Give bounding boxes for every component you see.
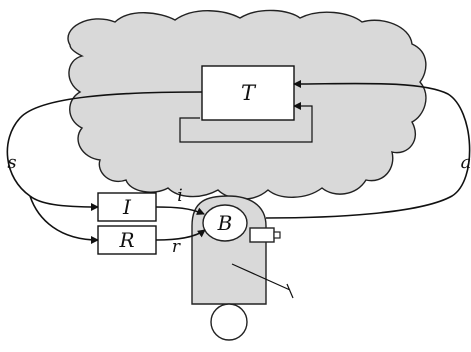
robot-wheel: [210, 303, 248, 341]
body-block: [202, 204, 248, 242]
left-loop-wire: [6, 91, 203, 197]
signal-s-label: s: [7, 152, 16, 173]
wire-to-I: [29, 195, 99, 211]
block-i-label: I: [122, 195, 132, 219]
block-r: [97, 225, 157, 255]
wire-to-R: [29, 195, 99, 244]
environment-label: T: [241, 81, 257, 105]
signal-a-label: a: [461, 152, 471, 173]
wire-i-to-b: [155, 206, 205, 215]
internal-feedback-path: [179, 102, 313, 143]
actuator-tip: [273, 231, 281, 239]
signal-i-label: i: [177, 186, 182, 206]
signal-r-label: r: [172, 237, 181, 257]
right-loop-wire: [265, 79, 471, 219]
robot-arm: [231, 263, 294, 299]
block-r-label: R: [118, 228, 134, 252]
body-label: B: [217, 211, 233, 235]
environment-block: [201, 65, 295, 121]
block-i: [97, 192, 157, 222]
wire-r-to-b: [155, 229, 206, 241]
actuator-block: [249, 227, 275, 243]
